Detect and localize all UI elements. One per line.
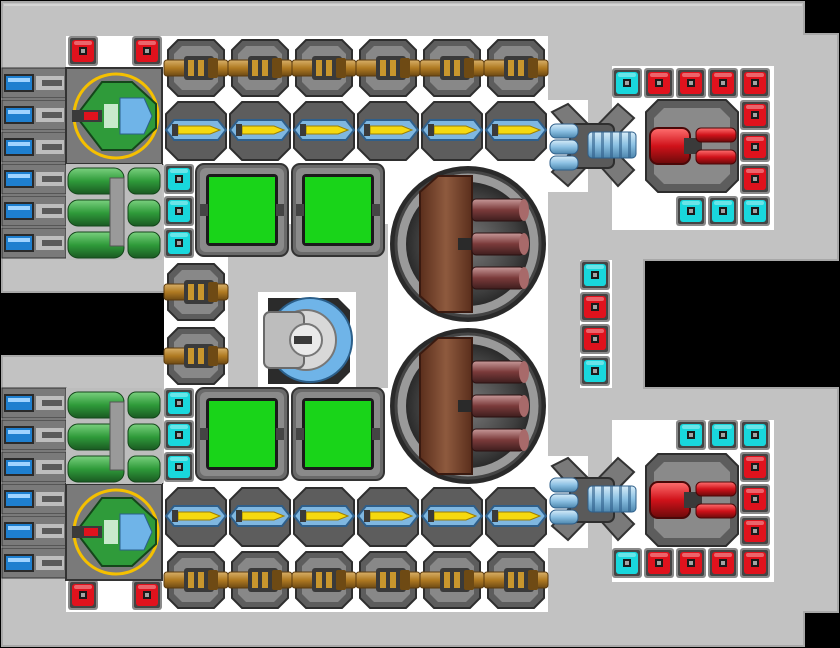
laser-cannon <box>164 101 228 161</box>
battery-cell <box>1 195 67 227</box>
missile-launcher <box>163 551 229 609</box>
missile-launcher <box>163 39 229 97</box>
cyan-module <box>740 196 770 226</box>
red-module <box>68 580 98 610</box>
laser-cannon <box>292 487 356 547</box>
cyan-module <box>580 260 610 290</box>
main-thruster <box>390 166 546 322</box>
ion-cannon <box>549 102 637 188</box>
shield-generator <box>263 297 353 384</box>
missile-launcher <box>419 39 485 97</box>
power-reactor <box>195 387 289 481</box>
battery-cell <box>1 387 67 419</box>
missile-launcher <box>163 263 229 321</box>
missile-launcher <box>227 39 293 97</box>
missile-launcher <box>483 551 549 609</box>
red-module <box>580 292 610 322</box>
cyan-module <box>164 196 194 226</box>
red-module <box>740 548 770 578</box>
cyan-module <box>612 68 642 98</box>
red-module <box>740 516 770 546</box>
red-module <box>132 36 162 66</box>
laser-cannon <box>484 101 548 161</box>
cyan-module <box>676 196 706 226</box>
cyan-module <box>676 420 706 450</box>
cyan-module <box>708 420 738 450</box>
laser-cannon <box>356 101 420 161</box>
cyan-module <box>164 452 194 482</box>
battery-cell <box>1 419 67 451</box>
red-module <box>676 548 706 578</box>
laser-cannon <box>420 101 484 161</box>
laser-cannon <box>228 101 292 161</box>
red-module <box>740 100 770 130</box>
missile-launcher <box>483 39 549 97</box>
red-module <box>740 132 770 162</box>
ion-cannon <box>549 456 637 542</box>
missile-launcher <box>419 551 485 609</box>
battery-cell <box>1 99 67 131</box>
dual-blaster <box>645 99 739 193</box>
cyan-module <box>164 420 194 450</box>
red-module <box>644 548 674 578</box>
plasma-cannon <box>65 483 163 581</box>
red-module <box>644 68 674 98</box>
missile-launcher <box>291 39 357 97</box>
laser-cannon <box>228 487 292 547</box>
missile-launcher <box>291 551 357 609</box>
engine-block <box>66 388 162 484</box>
laser-cannon <box>420 487 484 547</box>
power-reactor <box>291 163 385 257</box>
red-module <box>708 68 738 98</box>
battery-cell <box>1 515 67 547</box>
cyan-module <box>164 228 194 258</box>
cyan-module <box>612 548 642 578</box>
cyan-module <box>164 164 194 194</box>
red-module <box>580 324 610 354</box>
power-reactor <box>195 163 289 257</box>
cyan-module <box>740 420 770 450</box>
red-module <box>132 580 162 610</box>
dual-blaster <box>645 453 739 547</box>
battery-cell <box>1 163 67 195</box>
battery-cell <box>1 67 67 99</box>
plasma-cannon <box>65 67 163 165</box>
battery-cell <box>1 131 67 163</box>
battery-cell <box>1 547 67 579</box>
battery-cell <box>1 451 67 483</box>
laser-cannon <box>484 487 548 547</box>
cyan-module <box>580 356 610 386</box>
missile-launcher <box>163 327 229 385</box>
main-thruster <box>390 328 546 484</box>
red-module <box>68 36 98 66</box>
battery-cell <box>1 483 67 515</box>
red-module <box>740 68 770 98</box>
red-module <box>740 452 770 482</box>
engine-block <box>66 164 162 260</box>
laser-cannon <box>356 487 420 547</box>
missile-launcher <box>355 551 421 609</box>
red-module <box>740 484 770 514</box>
laser-cannon <box>292 101 356 161</box>
power-reactor <box>291 387 385 481</box>
laser-cannon <box>164 487 228 547</box>
missile-launcher <box>355 39 421 97</box>
red-module <box>740 164 770 194</box>
battery-cell <box>1 227 67 259</box>
cyan-module <box>164 388 194 418</box>
red-module <box>708 548 738 578</box>
cyan-module <box>708 196 738 226</box>
red-module <box>676 68 706 98</box>
modules-layer <box>1 36 770 610</box>
missile-launcher <box>227 551 293 609</box>
